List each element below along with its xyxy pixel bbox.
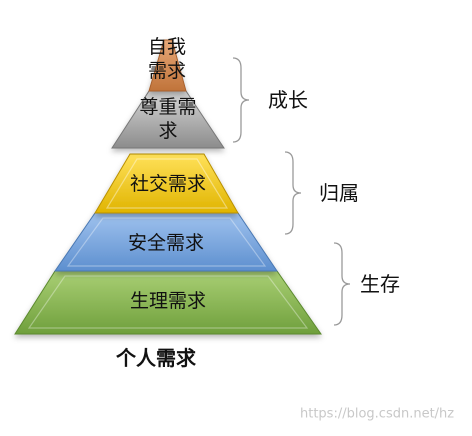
tier-esteem-label-line-1: 尊重需 — [139, 96, 196, 118]
group-survival-label: 生存 — [360, 272, 400, 296]
tier-safety: 安全需求 — [54, 212, 278, 272]
tier-self-actualization-shape — [148, 39, 187, 92]
group-survival: 生存 — [333, 242, 400, 326]
tier-physiological-bevel — [27, 275, 309, 329]
group-belonging-brace — [284, 151, 302, 235]
watermark: https://blog.csdn.net/hz — [300, 407, 454, 422]
tier-social-shape — [94, 153, 239, 214]
group-belonging-label: 归属 — [319, 181, 359, 205]
group-belonging: 归属 — [284, 151, 359, 235]
tier-safety-bevel — [66, 217, 267, 267]
tier-esteem: 尊重需 求 — [111, 90, 225, 149]
tier-esteem-label-line-2: 求 — [158, 120, 177, 142]
group-growth-brace — [232, 57, 250, 143]
tier-safety-label: 安全需求 — [128, 232, 204, 254]
tier-physiological: 生理需求 — [14, 270, 322, 335]
tier-self-actualization-label-line-1: 自我 — [148, 36, 186, 58]
group-growth-label: 成长 — [268, 88, 308, 112]
group-survival-brace — [333, 242, 351, 326]
group-growth: 成长 — [232, 57, 308, 143]
diagram-caption: 个人需求 — [115, 346, 197, 370]
tier-self-actualization-label-line-2: 需求 — [148, 60, 186, 82]
tier-social-label: 社交需求 — [130, 173, 206, 195]
tier-physiological-label: 生理需求 — [130, 290, 206, 312]
tier-social-bevel — [105, 158, 229, 209]
tier-self-actualization: 自我 需求 — [148, 36, 187, 92]
tier-social: 社交需求 — [94, 153, 239, 214]
